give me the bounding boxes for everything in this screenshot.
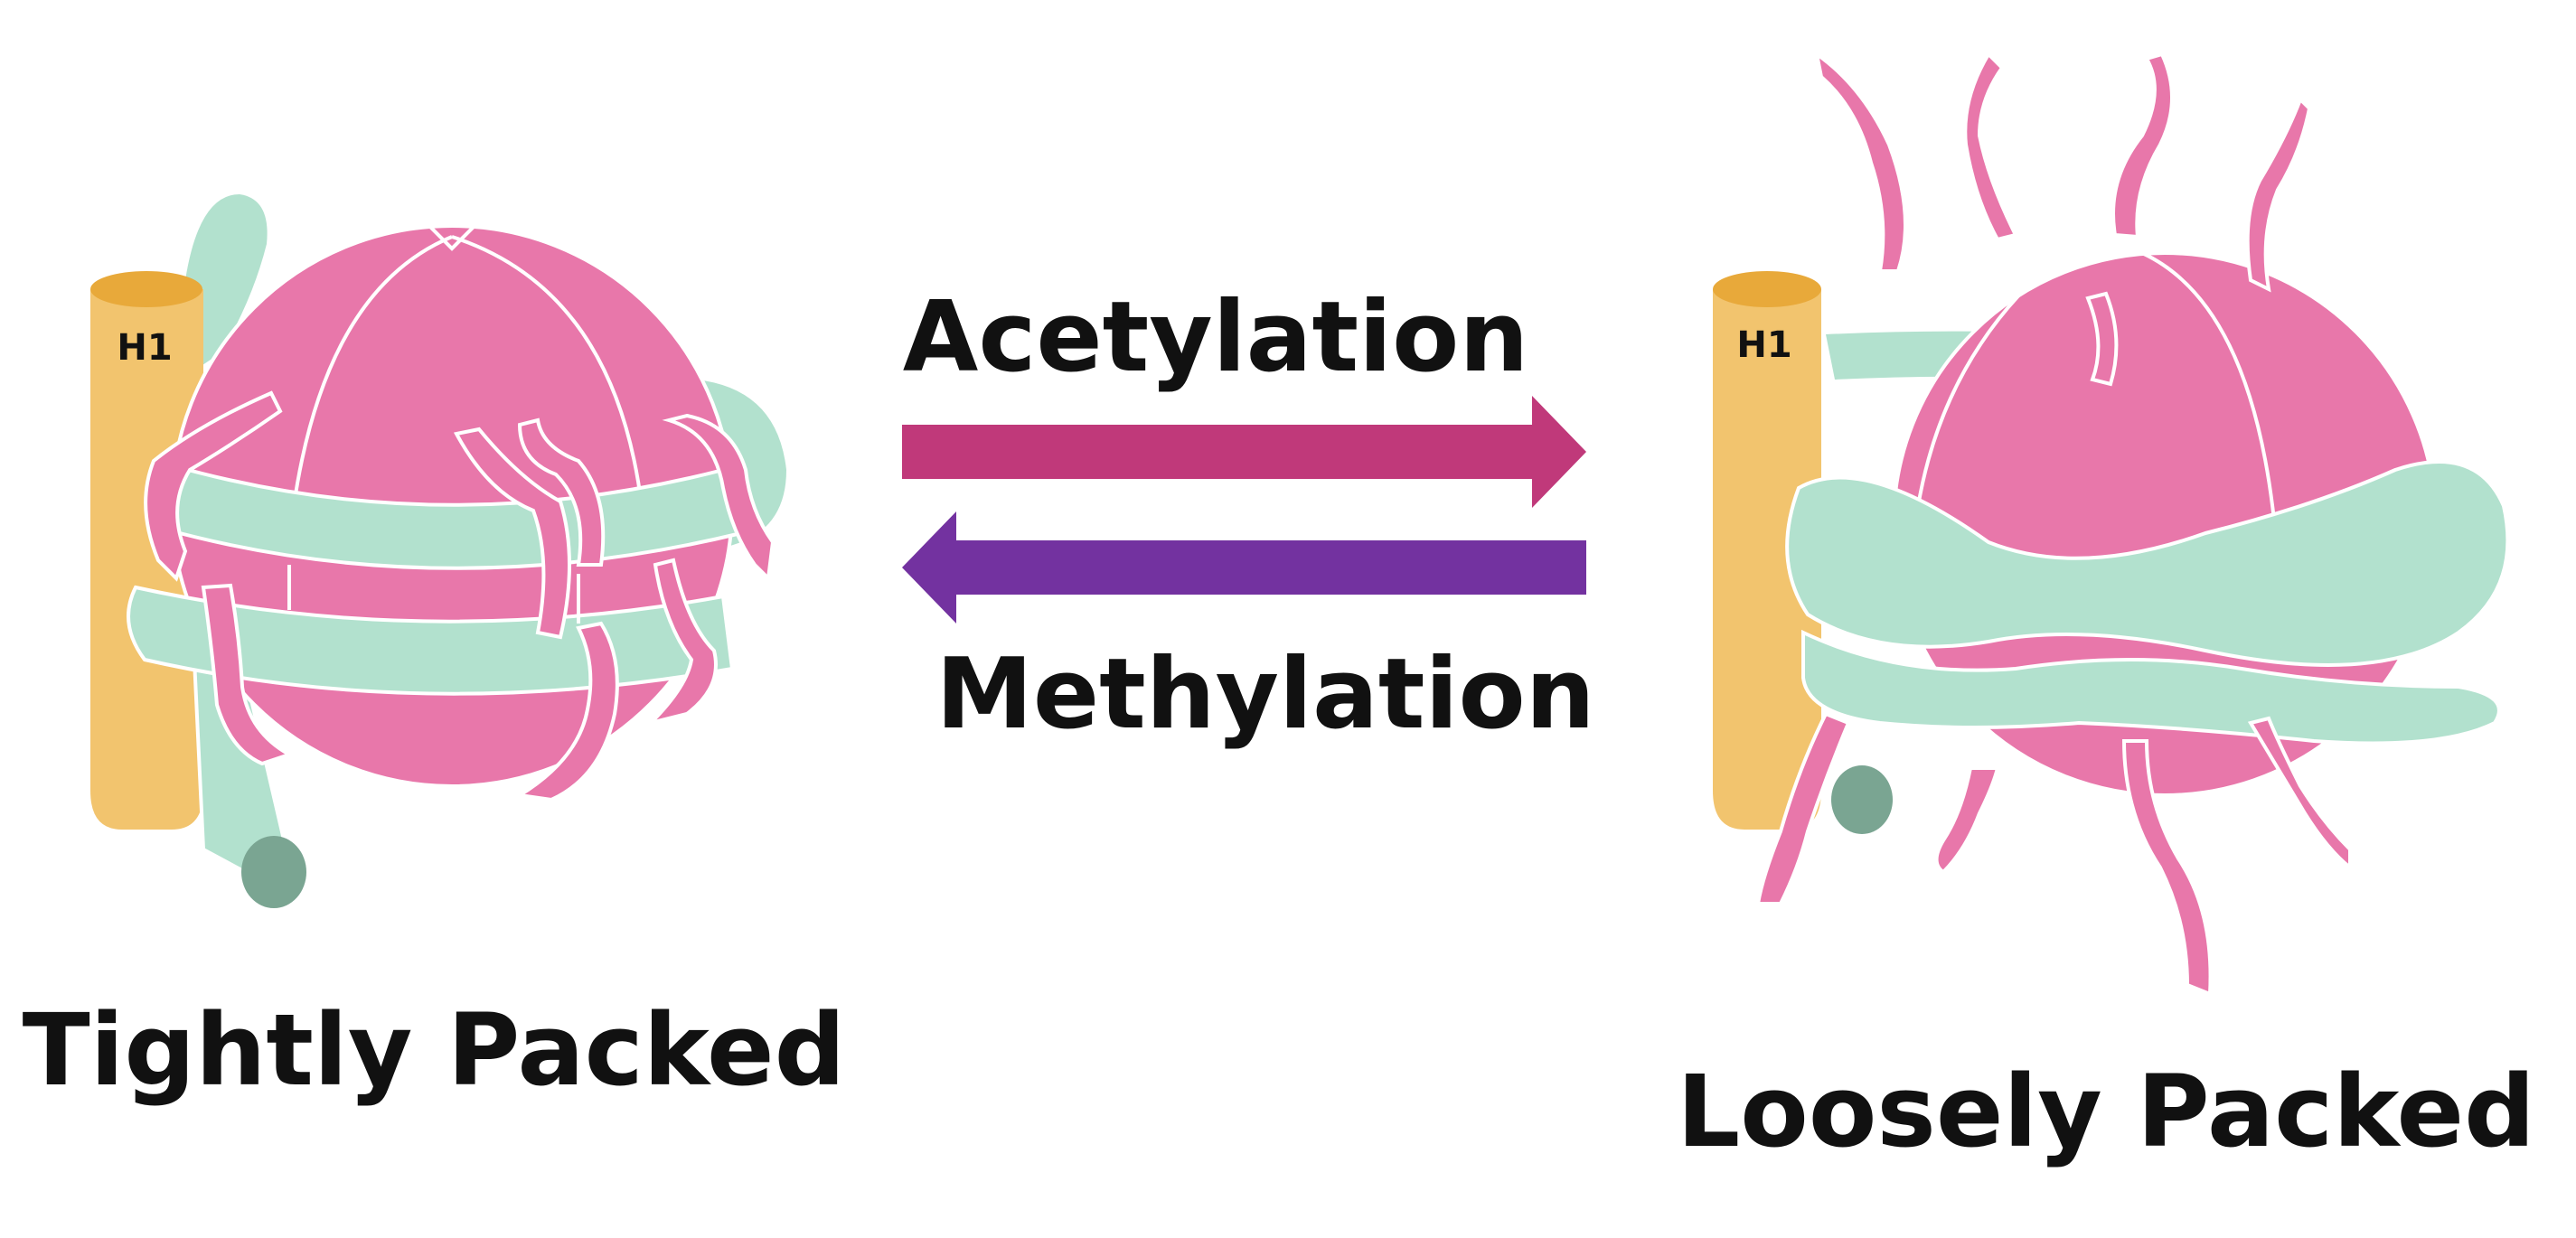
dna-loose-band-upper [1785, 460, 2510, 667]
acetylation-label: Acetylation [903, 281, 1529, 394]
histone-tail-lower-left-right [1755, 711, 1851, 905]
histone-tail-up-5 [2085, 291, 2119, 387]
acetylation-arrow [902, 396, 1586, 508]
histone-tail-center-2 [517, 417, 606, 567]
loosely-packed-label: Loosely Packed [1677, 1054, 2535, 1169]
histone-tail-up-1 [1814, 50, 1907, 273]
histone-tail-down-1 [1934, 766, 2000, 875]
dna-wrap-band-2 [127, 585, 735, 696]
loosely-packed-nucleosome: H1 [1713, 50, 2510, 997]
histone-tail-bottom-1 [514, 621, 619, 802]
dna-end-cap-right [1831, 765, 1893, 834]
h1-linker-histone-left: H1 [90, 271, 203, 830]
tightly-packed-label: Tightly Packed [23, 992, 846, 1108]
process-arrows: Acetylation Methylation [902, 281, 1595, 751]
h1-column-body [90, 289, 203, 830]
h1-label-left: H1 [117, 327, 172, 369]
histone-tail-down-2 [2121, 739, 2213, 997]
histone-tail-lower-left [201, 583, 294, 766]
histone-tail-center-1 [453, 427, 571, 640]
histone-tail-up-4 [2245, 96, 2312, 293]
histone-meridian-2 [2141, 251, 2280, 561]
h1-label-right: H1 [1736, 324, 1791, 366]
dna-loose-band-lower [1801, 629, 2501, 746]
methylation-arrow [902, 511, 1586, 624]
histone-tail-down-3 [2247, 716, 2352, 872]
tightly-packed-nucleosome: H1 [90, 194, 786, 908]
histone-tail-up-3 [2111, 52, 2174, 239]
methylation-label: Methylation [935, 638, 1594, 751]
histone-tail-up-2 [1963, 51, 2018, 242]
dna-end-cap-left [241, 836, 306, 908]
h1-linker-histone-right: H1 [1713, 271, 1821, 830]
h1-column-body [1713, 289, 1821, 830]
h1-column-top [90, 271, 202, 307]
histone-meridian-1 [292, 235, 453, 507]
histone-meridian-2 [451, 235, 644, 507]
histone-tail-left-1 [144, 390, 283, 582]
histone-tail-right-1 [662, 413, 776, 583]
histone-tail-right-2 [644, 558, 718, 727]
h1-column-top [1713, 271, 1821, 307]
histone-top-notch [428, 224, 476, 251]
